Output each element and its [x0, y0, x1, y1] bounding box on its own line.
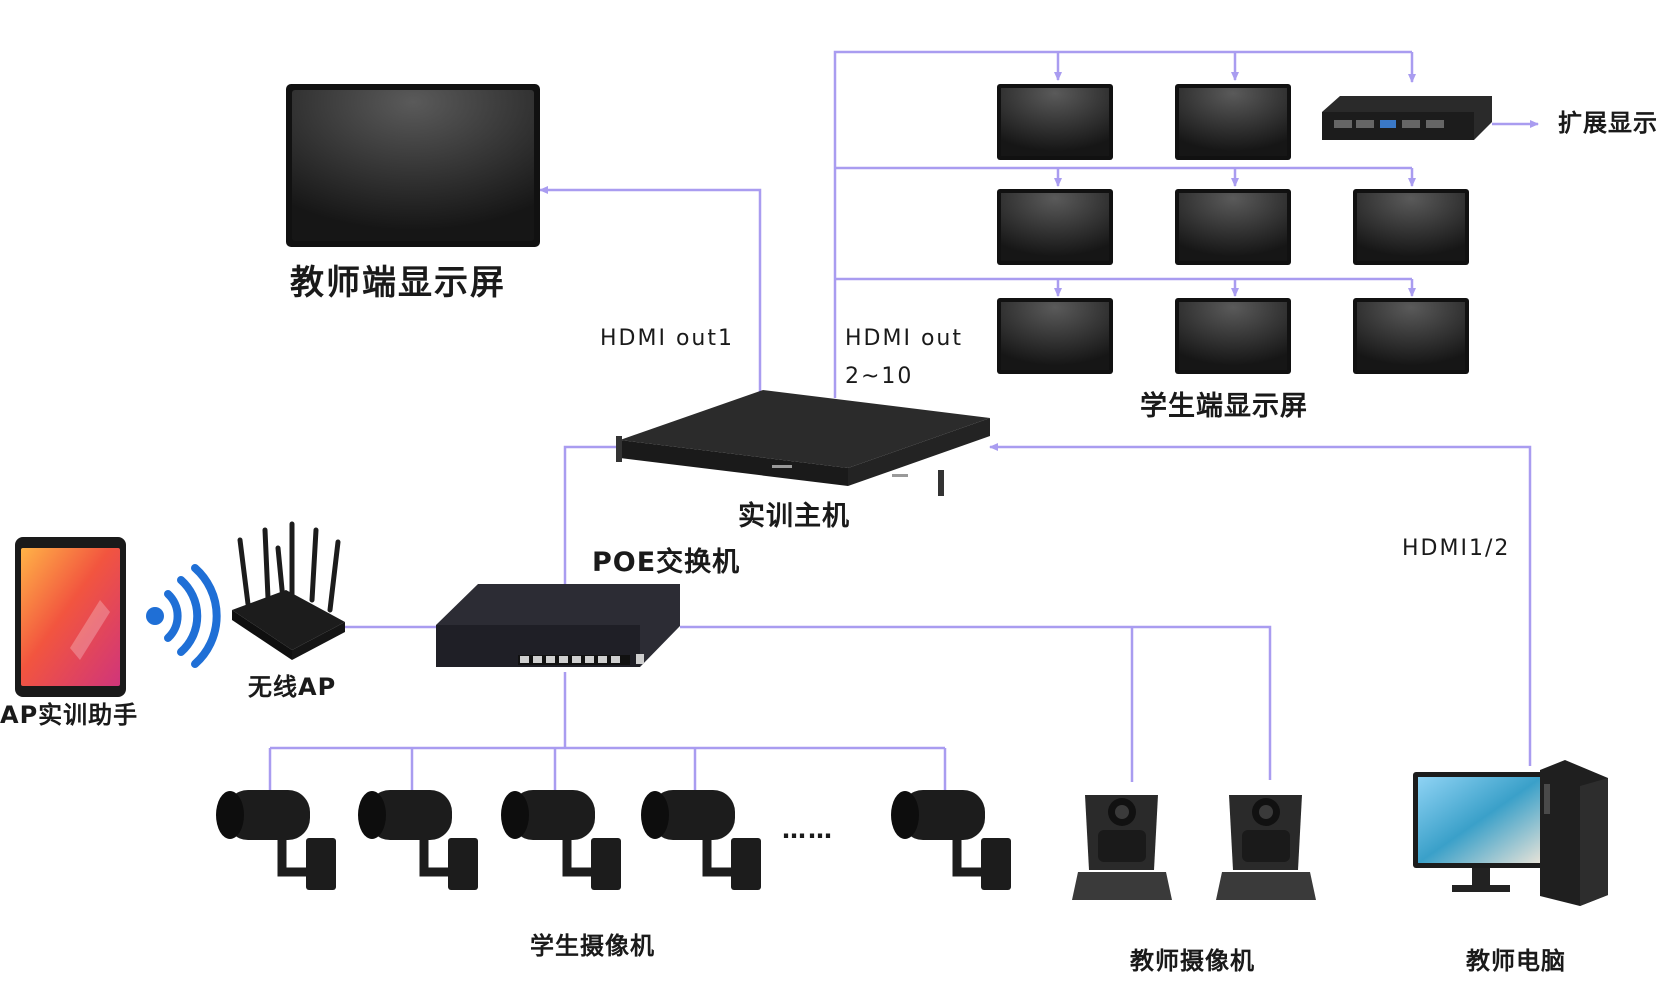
box-camera-icon: [891, 790, 1011, 890]
wireless-ap-label: 无线AP: [248, 673, 337, 701]
link-hdmi-out1: [539, 186, 762, 398]
hdmi-splitter-icon: [1322, 96, 1492, 140]
monitor-icon: [997, 189, 1113, 265]
link-hdmi-in: [989, 443, 1532, 766]
teacher-display-label: 教师端显示屏: [290, 263, 506, 303]
training-host-label: 实训主机: [738, 501, 850, 532]
box-camera-icon: [216, 790, 336, 890]
connector-lines: [268, 50, 1539, 790]
student-cameras-label: 学生摄像机: [530, 932, 655, 960]
hdmi-in-label: HDMI1/2: [1402, 536, 1511, 561]
monitor-icon: [1175, 84, 1291, 160]
desktop-computer-icon: [1413, 760, 1608, 906]
box-camera-icon: [501, 790, 621, 890]
teacher-cameras: [1072, 795, 1316, 900]
hdmi-out-multi-label-line1: HDMI out: [845, 326, 963, 351]
poe-switch-label: POE交换机: [592, 547, 741, 578]
link-hdmi-out-trunk: [833, 50, 1412, 398]
ap-assistant-label: AP实训助手: [0, 701, 139, 729]
rack-host-icon: [616, 390, 990, 496]
ellipsis-more-cameras: ……: [782, 816, 834, 844]
student-cameras: [216, 790, 1011, 890]
ptz-camera-icon: [1072, 795, 1172, 900]
monitor-icon: [1353, 298, 1469, 374]
poe-switch-icon: [436, 584, 680, 667]
monitor-icon: [1175, 298, 1291, 374]
monitor-icon: [997, 84, 1113, 160]
teacher-display-monitor: [286, 84, 540, 247]
hdmi-out1-label: HDMI out1: [600, 326, 734, 351]
wifi-signal-icon: [146, 564, 221, 668]
box-camera-icon: [358, 790, 478, 890]
monitor-icon: [997, 298, 1113, 374]
teacher-cameras-label: 教师摄像机: [1130, 947, 1255, 975]
monitor-icon: [1175, 189, 1291, 265]
link-switch-host: [563, 445, 625, 585]
student-display-label: 学生端显示屏: [1140, 391, 1308, 422]
ptz-camera-icon: [1216, 795, 1316, 900]
extend-display-label: 扩展显示: [1558, 109, 1658, 137]
hdmi-out-multi-label-line2: 2~10: [845, 364, 914, 389]
teacher-pc-label: 教师电脑: [1466, 947, 1566, 975]
wireless-router-icon: [232, 521, 345, 660]
tablet-icon: [15, 537, 126, 697]
monitor-icon: [1353, 189, 1469, 265]
box-camera-icon: [641, 790, 761, 890]
student-display-grid: [997, 84, 1469, 374]
